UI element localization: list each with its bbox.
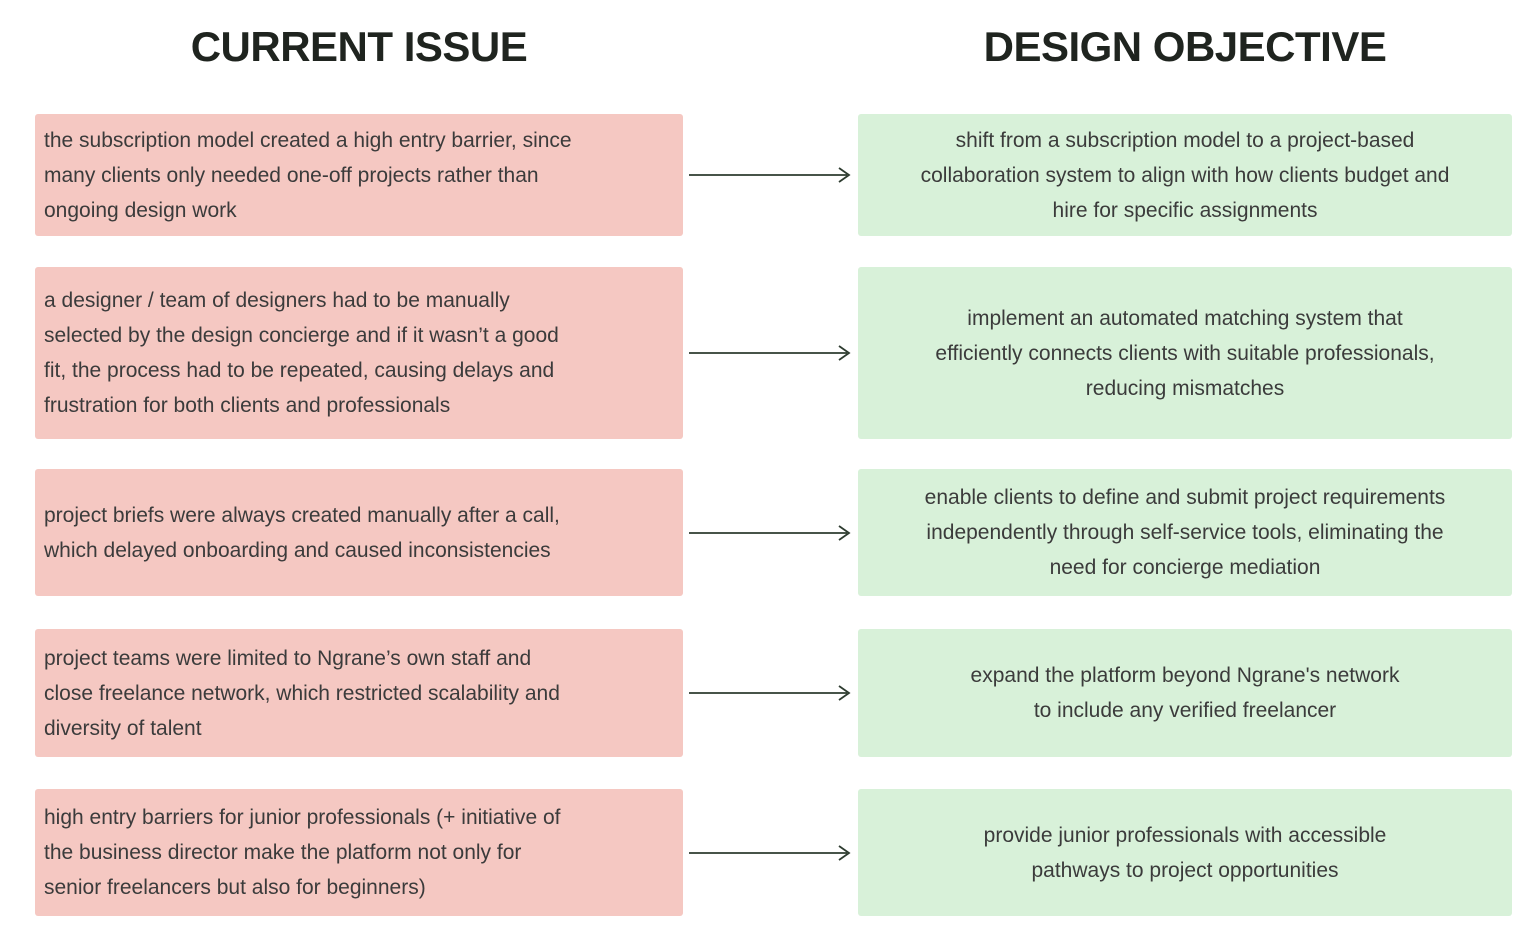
- issue-box-3: project briefs were always created manua…: [35, 469, 683, 596]
- mapping-row-5: high entry barriers for junior professio…: [35, 789, 1513, 916]
- objective-box-3: enable clients to define and submit proj…: [858, 469, 1512, 596]
- objective-box-4: expand the platform beyond Ngrane's netw…: [858, 629, 1512, 757]
- arrow-right-icon-3: [683, 523, 858, 543]
- issue-box-1: the subscription model created a high en…: [35, 114, 683, 236]
- objective-box-1: shift from a subscription model to a pro…: [858, 114, 1512, 236]
- arrow-right-icon-4: [683, 683, 858, 703]
- arrow-right-icon-2: [683, 343, 858, 363]
- mapping-row-1: the subscription model created a high en…: [35, 114, 1513, 236]
- issue-box-4: project teams were limited to Ngrane’s o…: [35, 629, 683, 757]
- mapping-row-2: a designer / team of designers had to be…: [35, 267, 1513, 439]
- current-issue-heading: CURRENT ISSUE: [190, 23, 528, 70]
- objective-box-5: provide junior professionals with access…: [858, 789, 1512, 916]
- header-row: CURRENT ISSUE DESIGN OBJECTIVE: [35, 22, 1513, 72]
- mapping-row-3: project briefs were always created manua…: [35, 469, 1513, 596]
- arrow-right-icon-1: [683, 165, 858, 185]
- design-objective-heading: DESIGN OBJECTIVE: [983, 23, 1387, 70]
- issue-box-5: high entry barriers for junior professio…: [35, 789, 683, 916]
- issue-box-2: a designer / team of designers had to be…: [35, 267, 683, 439]
- header-spacer: [683, 22, 858, 72]
- arrow-right-icon-5: [683, 843, 858, 863]
- mapping-row-4: project teams were limited to Ngrane’s o…: [35, 629, 1513, 757]
- objective-box-2: implement an automated matching system t…: [858, 267, 1512, 439]
